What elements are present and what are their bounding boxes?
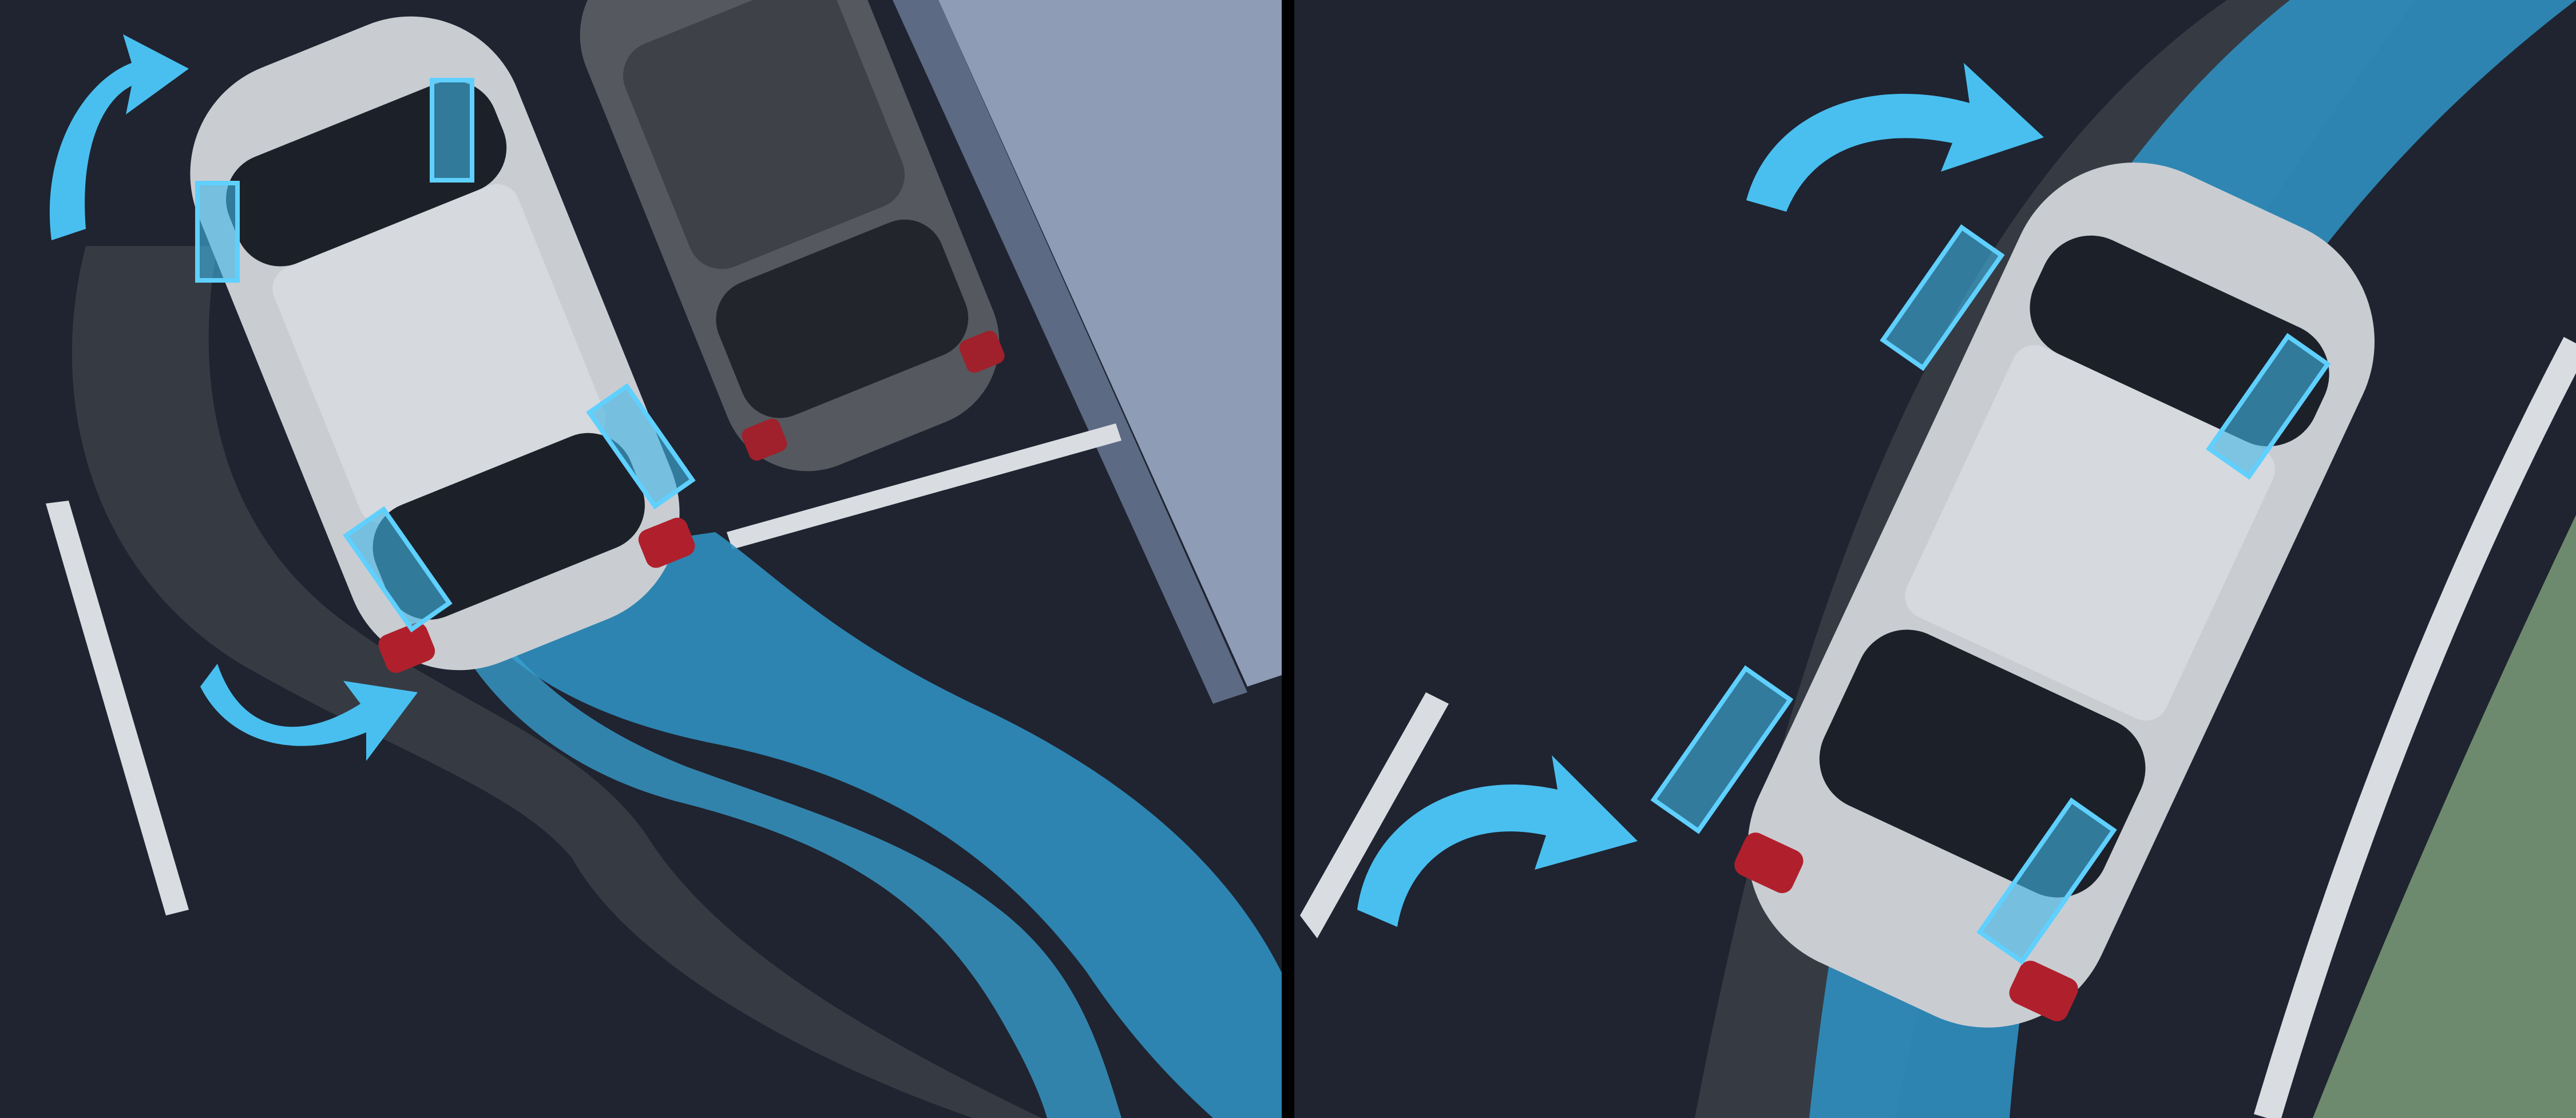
right-scene-panel	[1294, 0, 2576, 1118]
panel-divider	[1282, 0, 1294, 1118]
right-scene-illustration	[1294, 0, 2576, 1118]
left-scene-illustration	[0, 0, 1282, 1118]
left-scene-panel	[0, 0, 1282, 1118]
sensor-zone-icon	[432, 80, 472, 180]
sensor-zone-icon	[197, 183, 237, 280]
